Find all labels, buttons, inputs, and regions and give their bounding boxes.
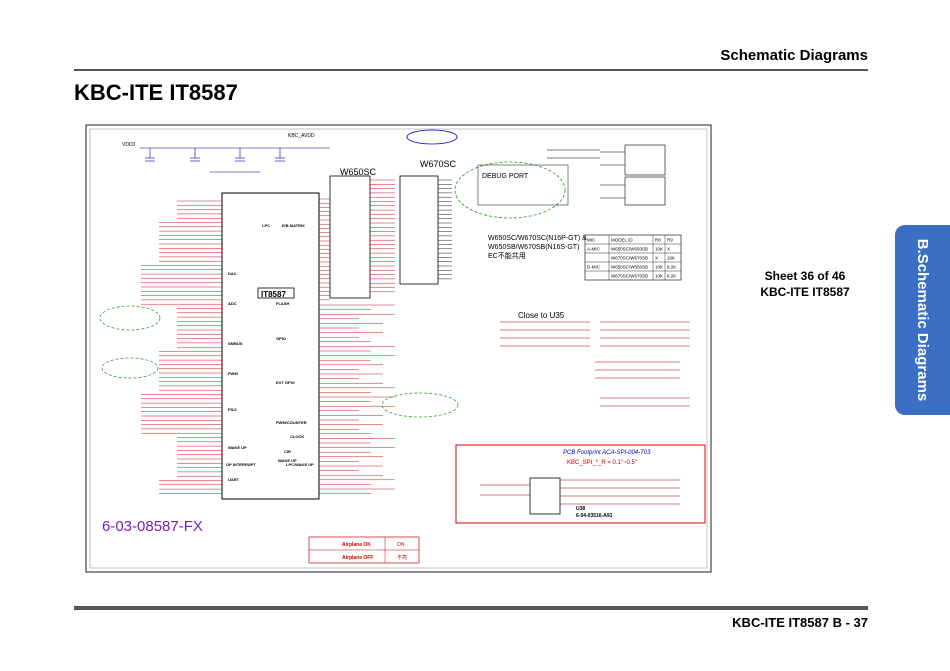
ic-block-label: DAC — [228, 271, 237, 276]
ic-block-label: CIR — [284, 449, 291, 454]
top-note-ellipse — [406, 129, 458, 145]
debug-port-region — [454, 161, 566, 219]
mic-table-cell: X — [667, 247, 670, 252]
green-note-ellipse-2 — [101, 357, 159, 379]
mic-table-cell: X — [655, 256, 658, 261]
ic-block-labels: LPC E/B MATRIX FLASH GPIO DAC ADC SMBUS PWM PS/2… — [226, 223, 314, 482]
mic-table-cell: 10K — [655, 247, 663, 252]
debug-port-label: DEBUG PORT — [482, 173, 529, 180]
section-title: Schematic Diagrams — [720, 47, 868, 64]
mic-table-cell: 10K — [655, 274, 663, 279]
main-ic-body — [221, 192, 320, 500]
mic-table-cell: 8.2K — [667, 274, 676, 279]
ic-block-label: LPC/WAKE UP — [286, 462, 314, 467]
ic-block-label: WAKE UP — [228, 445, 247, 450]
vdd3-net-label: VDD3 — [122, 142, 136, 148]
ic-block-label: PWM/COUNTER — [276, 420, 307, 425]
kbc-spi-note: KBC_SPI_*_R = 0.1"~0.5" — [567, 460, 637, 466]
spi-chip-part: 6-04-03516-A91 — [576, 513, 613, 519]
sheet-name: KBC-ITE IT8587 — [760, 285, 850, 299]
model-note-line-1: W650SC/W670SC(N16P-GT) & — [488, 235, 587, 242]
mic-table-cell: R8 — [655, 238, 661, 243]
ic-block-label: CLOCK — [290, 434, 304, 439]
airplane-off-label: Airplane OFF — [342, 555, 373, 561]
header-divider — [74, 69, 868, 71]
ic-block-label: PWM — [228, 371, 238, 376]
model-note-line-3: EC不能共用 — [488, 251, 526, 260]
ic-block-label: LPC — [262, 223, 270, 228]
spi-flash-region — [455, 444, 706, 524]
decoupling-capacitors — [140, 147, 330, 173]
connector-pin-lines — [370, 179, 452, 293]
kbc-avdd-net-label: KBC_AVDD — [288, 133, 315, 139]
ic-block-label: WAKE UP — [278, 458, 297, 463]
spi-flash-lines — [480, 479, 680, 505]
right-connector-bank — [547, 144, 666, 206]
mic-table-cell: W670SC/W670SB — [611, 256, 648, 261]
w670sc-connector — [399, 175, 439, 285]
mic-model-table: MIC MODEL ID R8 R9A-MIC W650SC/W650SB 10K X W67… — [584, 234, 682, 281]
ic-block-label: UART — [228, 477, 240, 482]
footer-page-label: KBC-ITE IT8587 B - 37 — [732, 615, 868, 630]
airplane-off-value: 不亮 — [397, 554, 407, 561]
ic-block-label: EXT GPIO — [276, 380, 295, 385]
close-to-resistors — [500, 321, 590, 347]
ic-block-label: GPIO — [276, 336, 286, 341]
board-part-number: 6-03-08587-FX — [102, 518, 203, 535]
debug-port-box — [477, 164, 569, 206]
mic-table-cell: W650SC/W650SB — [611, 247, 648, 252]
ic-block-label: OP INTERRUPT — [226, 462, 256, 467]
mic-table-cell: MIC — [587, 238, 596, 243]
ic-block-label: PS/2 — [228, 407, 237, 412]
mic-table-cell: D-MIC — [587, 265, 601, 270]
mic-table-cell: 10K — [655, 265, 663, 270]
green-note-ellipse-3 — [381, 392, 459, 418]
airplane-ok-label: Airplane OK — [342, 542, 371, 548]
w650sc-connector — [329, 175, 371, 299]
sheet-number: Sheet 36 of 46 — [764, 269, 846, 283]
airplane-ok-value: ON — [397, 542, 405, 548]
ic-block-label: E/B MATRIX — [282, 223, 305, 228]
mic-table-cell: W650SC/W650SB — [611, 265, 648, 270]
w650sc-label: W650SC — [340, 167, 377, 177]
footer-divider — [74, 606, 868, 610]
right-resistor-array — [595, 321, 690, 407]
mic-table-cell: W670SC/W670SB — [611, 274, 648, 279]
side-tab-label: B.Schematic Diagrams — [914, 238, 931, 402]
schematic-frame — [85, 124, 712, 573]
spi-flash-chip — [529, 477, 561, 515]
w670sc-label: W670SC — [420, 159, 457, 169]
pcb-footprint-label: PCB Footprint ACA-SPI-004-T03 — [563, 450, 651, 456]
page-title: KBC-ITE IT8587 — [74, 80, 238, 105]
green-note-ellipse-1 — [99, 305, 161, 331]
mic-table-cell: 10K — [667, 256, 675, 261]
left-pin-lines — [141, 200, 222, 494]
mic-table-cell: R9 — [667, 238, 673, 243]
section-side-tab: B.Schematic Diagrams — [895, 225, 950, 415]
ic-block-label: ADC — [228, 301, 237, 306]
ic-block-label: SMBUS — [228, 341, 243, 346]
sheet-info: Sheet 36 of 46 KBC-ITE IT8587 — [735, 268, 875, 300]
mic-table-cell: MODEL ID — [611, 238, 633, 243]
ic-name-label: IT8587 — [261, 290, 286, 299]
model-note-line-2: W650SB/W670SB(N16S-GT) — [488, 244, 579, 251]
spi-chip-ref: U38 — [576, 506, 585, 512]
ic-block-label: FLASH — [276, 301, 289, 306]
close-to-label: Close to U35 — [518, 311, 565, 320]
mic-table-cell: 8.2K — [667, 265, 676, 270]
mic-table-cell: A-MIC — [587, 247, 600, 252]
